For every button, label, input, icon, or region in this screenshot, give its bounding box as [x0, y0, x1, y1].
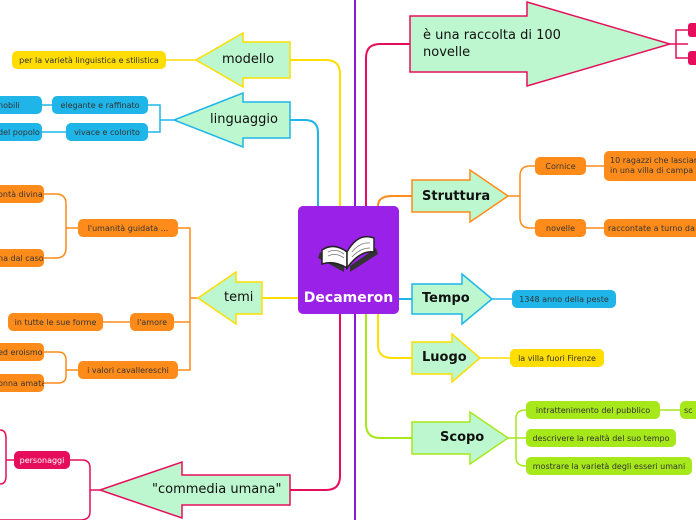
arrow-luogo[interactable]: [411, 332, 482, 384]
scopo-label: Scopo: [440, 430, 485, 445]
line-struttura-leaves: [586, 165, 604, 229]
connector-modello: [290, 59, 341, 206]
valori-leaf-2[interactable]: onna amata: [0, 374, 44, 392]
scopo-child-mostrare[interactable]: mostrare la varietà degli esseri umani: [526, 457, 692, 475]
amore-leaf-1[interactable]: in tutte le sue forme: [8, 313, 103, 331]
connector-scopo: [365, 314, 412, 439]
linguaggio-label: linguaggio: [210, 112, 278, 127]
struttura-child-novelle[interactable]: novelle: [535, 219, 586, 237]
connector-raccolta: [365, 43, 410, 206]
open-book-icon: [318, 235, 378, 272]
line-struttura-children: [508, 165, 535, 229]
line-lumanita-leaves: [44, 193, 78, 259]
linguaggio-leaf-1[interactable]: nobili: [0, 96, 42, 114]
temi-child-amore[interactable]: l'amore: [130, 313, 174, 331]
struttura-child-cornice[interactable]: Cornice: [535, 157, 586, 175]
novelle-leaf[interactable]: raccontate a turno da: [604, 219, 696, 237]
tempo-child[interactable]: 1348 anno della peste: [512, 290, 616, 308]
temi-child-valori[interactable]: i valori cavallereschi: [78, 361, 178, 379]
commedia-child-personaggi[interactable]: personaggi: [14, 451, 70, 469]
arrow-commedia[interactable]: [97, 460, 291, 520]
line-raccolta-children: [670, 29, 688, 59]
tempo-label: Tempo: [422, 291, 470, 306]
arrow-raccolta[interactable]: [409, 0, 673, 88]
linguaggio-child-1[interactable]: elegante e raffinato: [52, 96, 148, 114]
luogo-child[interactable]: la villa fuori Firenze: [510, 349, 604, 367]
intrattenimento-leaf[interactable]: sc: [680, 401, 696, 419]
center-node[interactable]: Decameron: [298, 206, 399, 314]
valori-leaf-1[interactable]: ed eroismo: [0, 343, 44, 361]
umanita-leaf-2[interactable]: na dal caso: [0, 249, 44, 267]
connector-struttura: [377, 195, 412, 207]
line-temi-children: [174, 227, 200, 371]
arrow-tempo[interactable]: [411, 272, 494, 326]
line-valori-leaves: [44, 351, 78, 384]
line-commedia-children: [70, 459, 100, 491]
line-linguaggio-leaves: [42, 104, 66, 133]
arrow-temi[interactable]: [196, 270, 263, 326]
scopo-child-descrivere[interactable]: descrivere la realtà del suo tempo: [526, 429, 676, 447]
arrow-struttura[interactable]: [411, 168, 510, 224]
modello-label: modello: [222, 52, 275, 67]
scopo-child-intrattenimento[interactable]: intrattenimento del pubblico: [526, 401, 660, 419]
struttura-label: Struttura: [422, 189, 491, 204]
raccolta-label: è una raccolta di 100 novelle: [423, 28, 561, 60]
umanita-leaf-1[interactable]: ontà divina: [0, 185, 44, 203]
luogo-label: Luogo: [422, 350, 467, 365]
modello-child[interactable]: per la varietà linguistica e stilistica: [12, 51, 166, 69]
center-title: Decameron: [303, 290, 394, 306]
commedia-label: "commedia umana": [152, 482, 282, 497]
connector-commedia: [290, 314, 341, 491]
arrow-scopo[interactable]: [411, 410, 510, 466]
temi-child-umanita[interactable]: l'umanità guidata ...: [78, 219, 178, 237]
linguaggio-leaf-2[interactable]: del popolo: [0, 123, 42, 141]
cornice-leaf[interactable]: 10 ragazzi che lasciar in una villa di c…: [604, 151, 696, 181]
raccolta-child-box-2[interactable]: [688, 51, 696, 65]
arrow-linguaggio[interactable]: [171, 91, 291, 149]
arrow-modello[interactable]: [194, 31, 291, 89]
line-personaggi-leaves: [0, 429, 91, 520]
connector-luogo: [377, 314, 412, 359]
raccolta-child-box-1[interactable]: [688, 23, 696, 37]
linguaggio-child-2[interactable]: vivace e colorito: [66, 123, 148, 141]
line-scopo-children: [508, 409, 527, 467]
connector-linguaggio: [290, 119, 319, 206]
temi-label: temi: [224, 290, 254, 305]
